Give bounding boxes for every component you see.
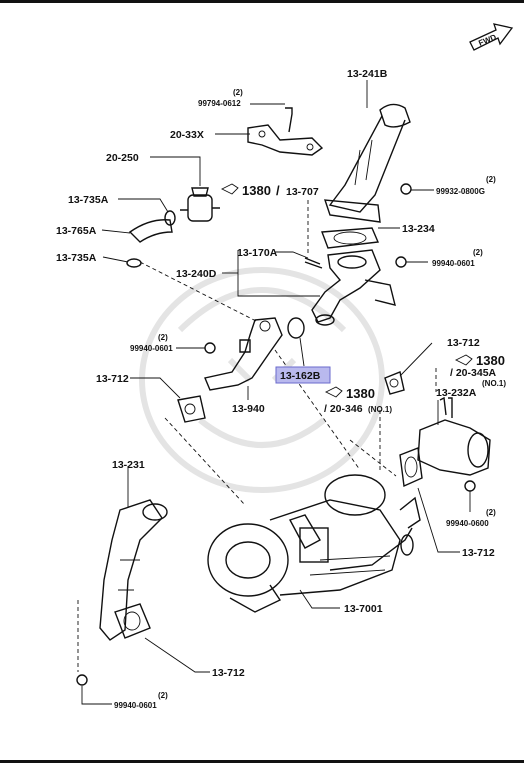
label-13-234: 13-234 <box>402 223 435 235</box>
leader-13-712-bottom <box>144 637 210 673</box>
label-13-712-right: 13-712 <box>447 337 480 349</box>
leader-99940-bottom <box>81 686 112 705</box>
label-13-162B[interactable]: 13-162B <box>280 370 321 382</box>
ref-1380-top: 1380 <box>242 183 271 198</box>
part-99940-nut-right <box>395 256 407 268</box>
hand-pointer-icon <box>454 354 473 366</box>
leader-13-712-right <box>399 342 433 377</box>
part-13-234-drawing <box>321 227 380 249</box>
ref-1380-left: 1380 <box>346 386 375 401</box>
label-99940-left: 99940-0601 <box>130 344 173 353</box>
label-99940-mid: 99940-0600 <box>446 519 489 528</box>
leader-13-735A-top <box>118 198 169 213</box>
part-13-7001-turbo-drawing <box>207 474 421 613</box>
label-13-712-bottom: 13-712 <box>212 667 245 679</box>
leader-13-765A <box>101 229 131 234</box>
leader-13-7001 <box>299 589 340 609</box>
leader-13-240D <box>237 250 320 297</box>
part-99932-nut-drawing <box>400 183 412 195</box>
label-13-7001: 13-7001 <box>344 603 383 615</box>
part-13-712-gasket-bottom <box>114 603 151 639</box>
leader-13-735A-bot <box>102 256 129 263</box>
label-20-250: 20-250 <box>106 152 139 164</box>
label-99794: 99794-0612 <box>198 99 241 108</box>
label-13-735A-top: 13-735A <box>68 194 109 206</box>
hand-pointer-icon <box>220 183 239 195</box>
leader-13-162B <box>299 337 305 367</box>
leader-20-250 <box>150 156 201 186</box>
label-20-345A: / 20-345A <box>450 367 497 379</box>
part-13-940-drawing <box>204 317 283 391</box>
label-13-240D: 13-240D <box>176 268 217 280</box>
part-99940-nut-left <box>204 342 216 354</box>
fwd-badge-text: FWD <box>477 33 497 48</box>
label-13-940: 13-940 <box>232 403 265 415</box>
label-13-241B: 13-241B <box>347 68 388 80</box>
label-13-232A: 13-232A <box>436 387 477 399</box>
part-13-162B-oring <box>287 317 305 339</box>
watermark <box>139 267 385 493</box>
part-13-232A-drawing <box>417 396 491 476</box>
qty-99794: (2) <box>233 88 243 97</box>
label-13-712-left: 13-712 <box>96 373 129 385</box>
label-99940-right: 99940-0601 <box>432 259 475 268</box>
part-20-250-drawing <box>180 187 220 222</box>
svg-text:/: / <box>276 183 280 198</box>
ref-1380-13-707: 1380 / 13-707 <box>220 183 319 198</box>
label-13-707: 13-707 <box>286 186 319 198</box>
top-border <box>0 0 524 3</box>
part-13-712-gasket-right <box>384 371 405 395</box>
part-20-33X-drawing <box>247 107 324 156</box>
fwd-arrow-icon: FWD <box>469 23 514 51</box>
hand-pointer-icon <box>324 386 343 398</box>
label-99940-bottom: 99940-0601 <box>114 701 157 710</box>
part-hose-clamps-drawing <box>126 210 176 268</box>
label-no1-a: (NO.1) <box>482 379 506 388</box>
label-13-712-mid: 13-712 <box>462 547 495 559</box>
part-99940-nut-mid <box>464 480 476 492</box>
label-99932: 99932-0800G <box>436 187 485 196</box>
label-13-735A-bot: 13-735A <box>56 252 97 264</box>
ref-1380-20-345A: 1380 / 20-345A (NO.1) <box>450 353 506 388</box>
leader-13-712-mid <box>417 487 460 553</box>
qty-99940-right: (2) <box>473 248 483 257</box>
part-13-712-gasket-mid <box>399 447 423 488</box>
part-13-240D-drawing <box>304 249 396 326</box>
qty-99940-mid: (2) <box>486 508 496 517</box>
part-99940-nut-bottom <box>76 674 88 686</box>
ref-1380-mid: 1380 <box>476 353 505 368</box>
leader-13-170A <box>275 251 309 259</box>
part-13-231-drawing <box>99 499 168 641</box>
label-13-231: 13-231 <box>112 459 145 471</box>
ref-1380-20-346: 1380 / 20-346 (NO.1) <box>324 386 392 415</box>
label-no1-b: (NO.1) <box>368 405 392 414</box>
highlight-box-13-162B <box>275 366 331 384</box>
label-13-170A: 13-170A <box>237 247 278 259</box>
label-20-33X: 20-33X <box>170 129 204 141</box>
label-20-346: / 20-346 <box>324 403 363 415</box>
qty-99932: (2) <box>486 175 496 184</box>
bottom-border <box>0 760 524 763</box>
part-13-712-gasket-left <box>177 395 206 423</box>
qty-99940-bottom: (2) <box>158 691 168 700</box>
label-13-765A: 13-765A <box>56 225 97 237</box>
qty-99940-left: (2) <box>158 333 168 342</box>
leader-13-712-left <box>130 377 181 399</box>
part-13-241B-drawing <box>323 103 411 223</box>
